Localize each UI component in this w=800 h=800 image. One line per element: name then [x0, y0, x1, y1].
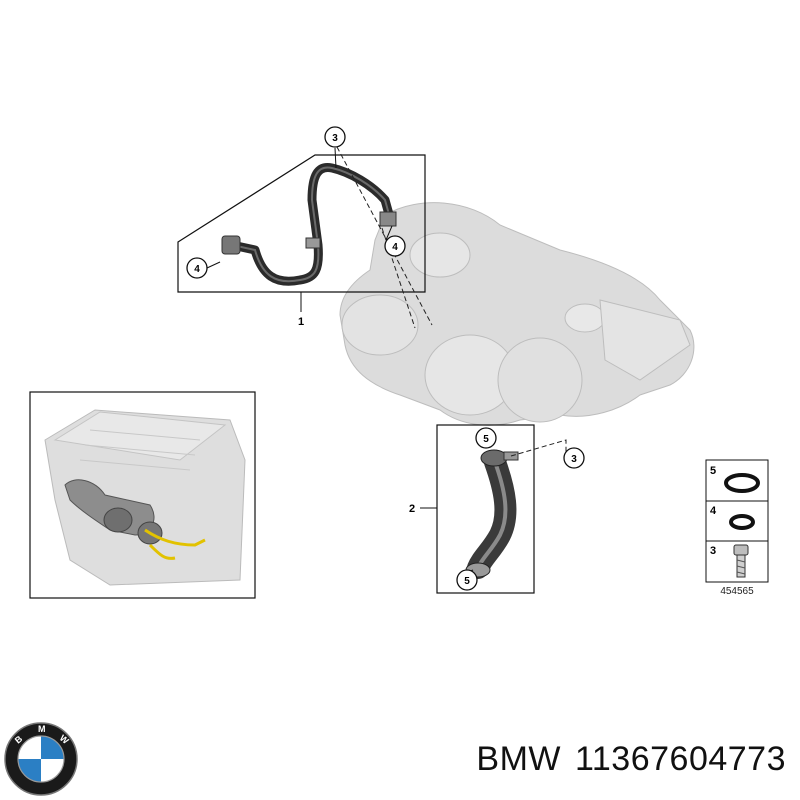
- callout-4-left-label: 4: [194, 264, 200, 275]
- hex-socket-bolt-icon: [733, 544, 749, 578]
- part-2-label: 2: [409, 503, 415, 515]
- callout-3-mid: 3: [563, 447, 585, 469]
- callout-5-bottom-label: 5: [464, 576, 470, 587]
- callout-3-top-label: 3: [332, 133, 338, 144]
- large-o-ring-icon: [724, 473, 760, 493]
- legend-item-4-number: 4: [710, 505, 717, 517]
- callout-5-top: 5: [475, 427, 497, 449]
- svg-text:B: B: [13, 733, 25, 745]
- brand-name: BMW: [476, 740, 562, 778]
- part-2-frame: [436, 424, 535, 594]
- part-2-marker: 2: [409, 503, 437, 515]
- legend-item-3-number: 3: [710, 545, 716, 557]
- callout-5-top-label: 5: [483, 434, 489, 445]
- turbocharger-ghost: [339, 202, 695, 426]
- bmw-roundel-logo: B M W: [4, 722, 78, 796]
- callout-4-right-label: 4: [392, 242, 398, 253]
- diagram-reference-number: 454565: [720, 586, 754, 597]
- part-1-marker: 1: [298, 292, 304, 328]
- callout-4-right: 4: [384, 225, 406, 257]
- part-1-frame: [177, 154, 426, 293]
- callout-4-left: 4: [186, 257, 221, 279]
- callout-5-bottom: 5: [456, 569, 478, 591]
- small-parts-legend: 5 4 3 454565: [705, 459, 769, 597]
- product-identifier: BMW 11367604773: [476, 740, 786, 779]
- small-o-ring-icon: [729, 514, 755, 530]
- part-2-leader-lines: [510, 439, 567, 457]
- oil-feed-line: [221, 163, 397, 286]
- oil-return-line: [465, 449, 519, 579]
- engine-overview-inset: [29, 391, 256, 599]
- part-number: 11367604773: [575, 740, 786, 778]
- callout-3-top: 3: [324, 126, 346, 169]
- svg-text:M: M: [38, 724, 46, 734]
- part-1-label: 1: [298, 316, 304, 328]
- legend-item-5-number: 5: [710, 465, 716, 477]
- callout-3-mid-label: 3: [571, 454, 577, 465]
